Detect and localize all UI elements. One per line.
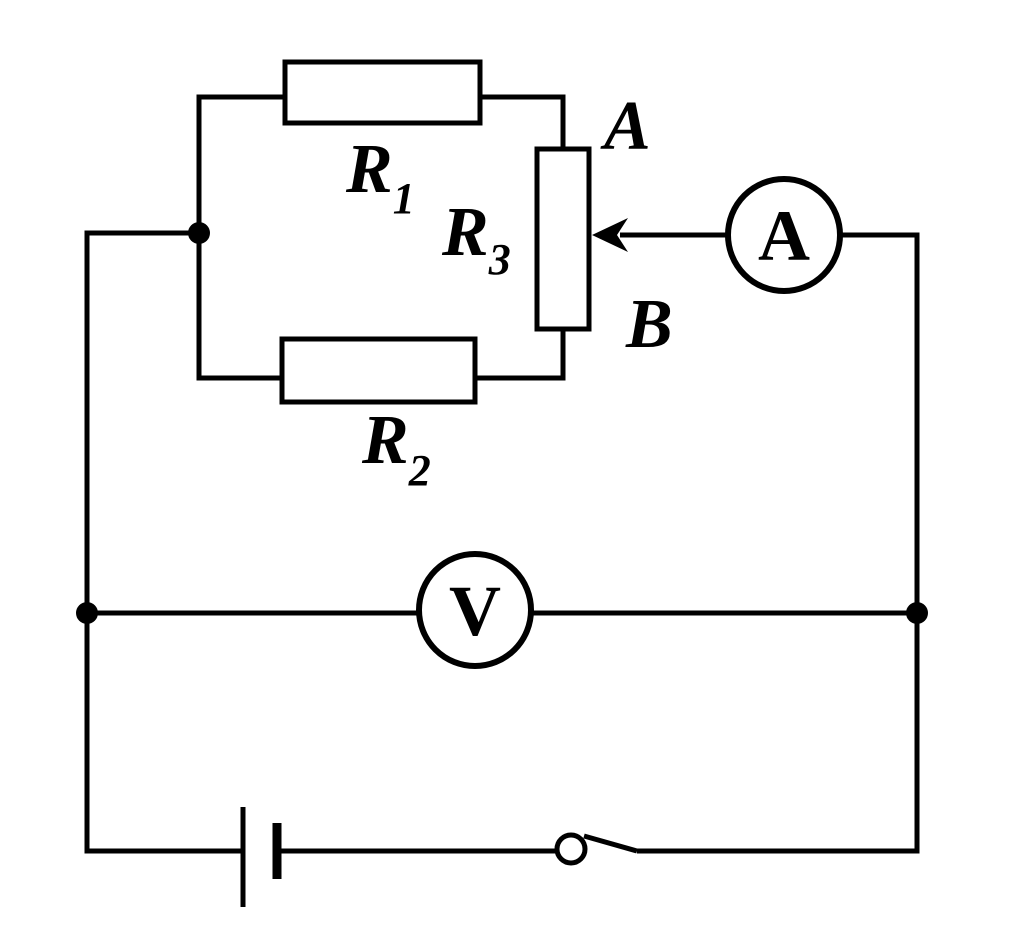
switch-pivot-circle: [554, 832, 588, 866]
ammeter-label: A: [758, 196, 810, 276]
wire-junction-to-r2: [196, 233, 282, 381]
junction-dot-voltmeter-right: [906, 602, 928, 624]
junction-dot-top-left: [188, 222, 210, 244]
wire-r3-bottom-to-r2: [475, 329, 566, 381]
r3-label-base: R: [441, 194, 489, 271]
resistor-r2: [279, 336, 478, 405]
wire-left-rail: [84, 230, 243, 854]
resistor-r1: [282, 59, 483, 126]
r3-label-subscript: 3: [488, 235, 511, 284]
rheostat-r3-label: R3: [441, 194, 511, 284]
wire-group: [84, 94, 920, 907]
voltmeter-circle: [416, 551, 534, 669]
resistor-r2-label: R2: [361, 402, 431, 495]
r1-label-base: R: [345, 131, 393, 208]
wire-right-rail: [637, 232, 920, 854]
terminal-a-label: A: [600, 88, 651, 165]
wire-junction-to-r1: [196, 94, 285, 233]
terminal-b-label: B: [625, 286, 673, 363]
label-group: R1 R2 R3 A B A V: [345, 88, 810, 651]
rheostat-r3: [534, 146, 592, 332]
resistor-r1-label: R1: [345, 131, 415, 223]
wiper-arrowhead-icon: [592, 218, 628, 252]
r2-label-subscript: 2: [408, 446, 431, 495]
switch-lever: [583, 833, 638, 854]
junction-group: [76, 222, 928, 624]
ammeter-circle: [725, 176, 843, 294]
component-group: [279, 59, 843, 866]
r2-label-base: R: [361, 402, 409, 479]
r1-label-subscript: 1: [393, 174, 415, 223]
voltmeter-label: V: [449, 571, 501, 651]
junction-dot-voltmeter-left: [76, 602, 98, 624]
wire-r1-to-r3-top: [480, 94, 566, 149]
